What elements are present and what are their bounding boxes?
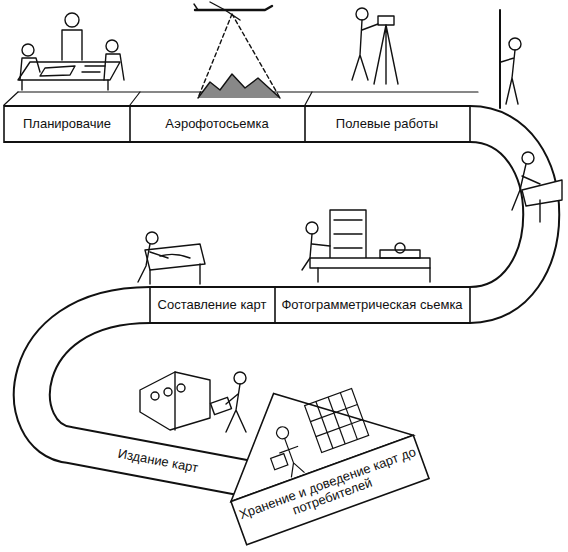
stage-label: Составление карт: [158, 298, 267, 312]
stage-label: Фотограмметрическая сьемка: [281, 298, 462, 312]
stage-band-segment: Аэрофотосьемка: [133, 109, 301, 139]
stage-label: Аэрофотосьемка: [165, 117, 268, 131]
stage-label: Планировачие: [23, 117, 111, 131]
stage-band-segment: Планировачие: [7, 109, 127, 139]
stage-band-segment: Составление карт: [153, 289, 271, 321]
stage-band-segment: Издание карт: [82, 432, 235, 489]
stage-band-segment: Фотограмметрическая сьемка: [277, 289, 467, 321]
stage-label: Полевые работы: [336, 117, 438, 131]
stage-band-segment: Полевые работы: [307, 109, 467, 139]
